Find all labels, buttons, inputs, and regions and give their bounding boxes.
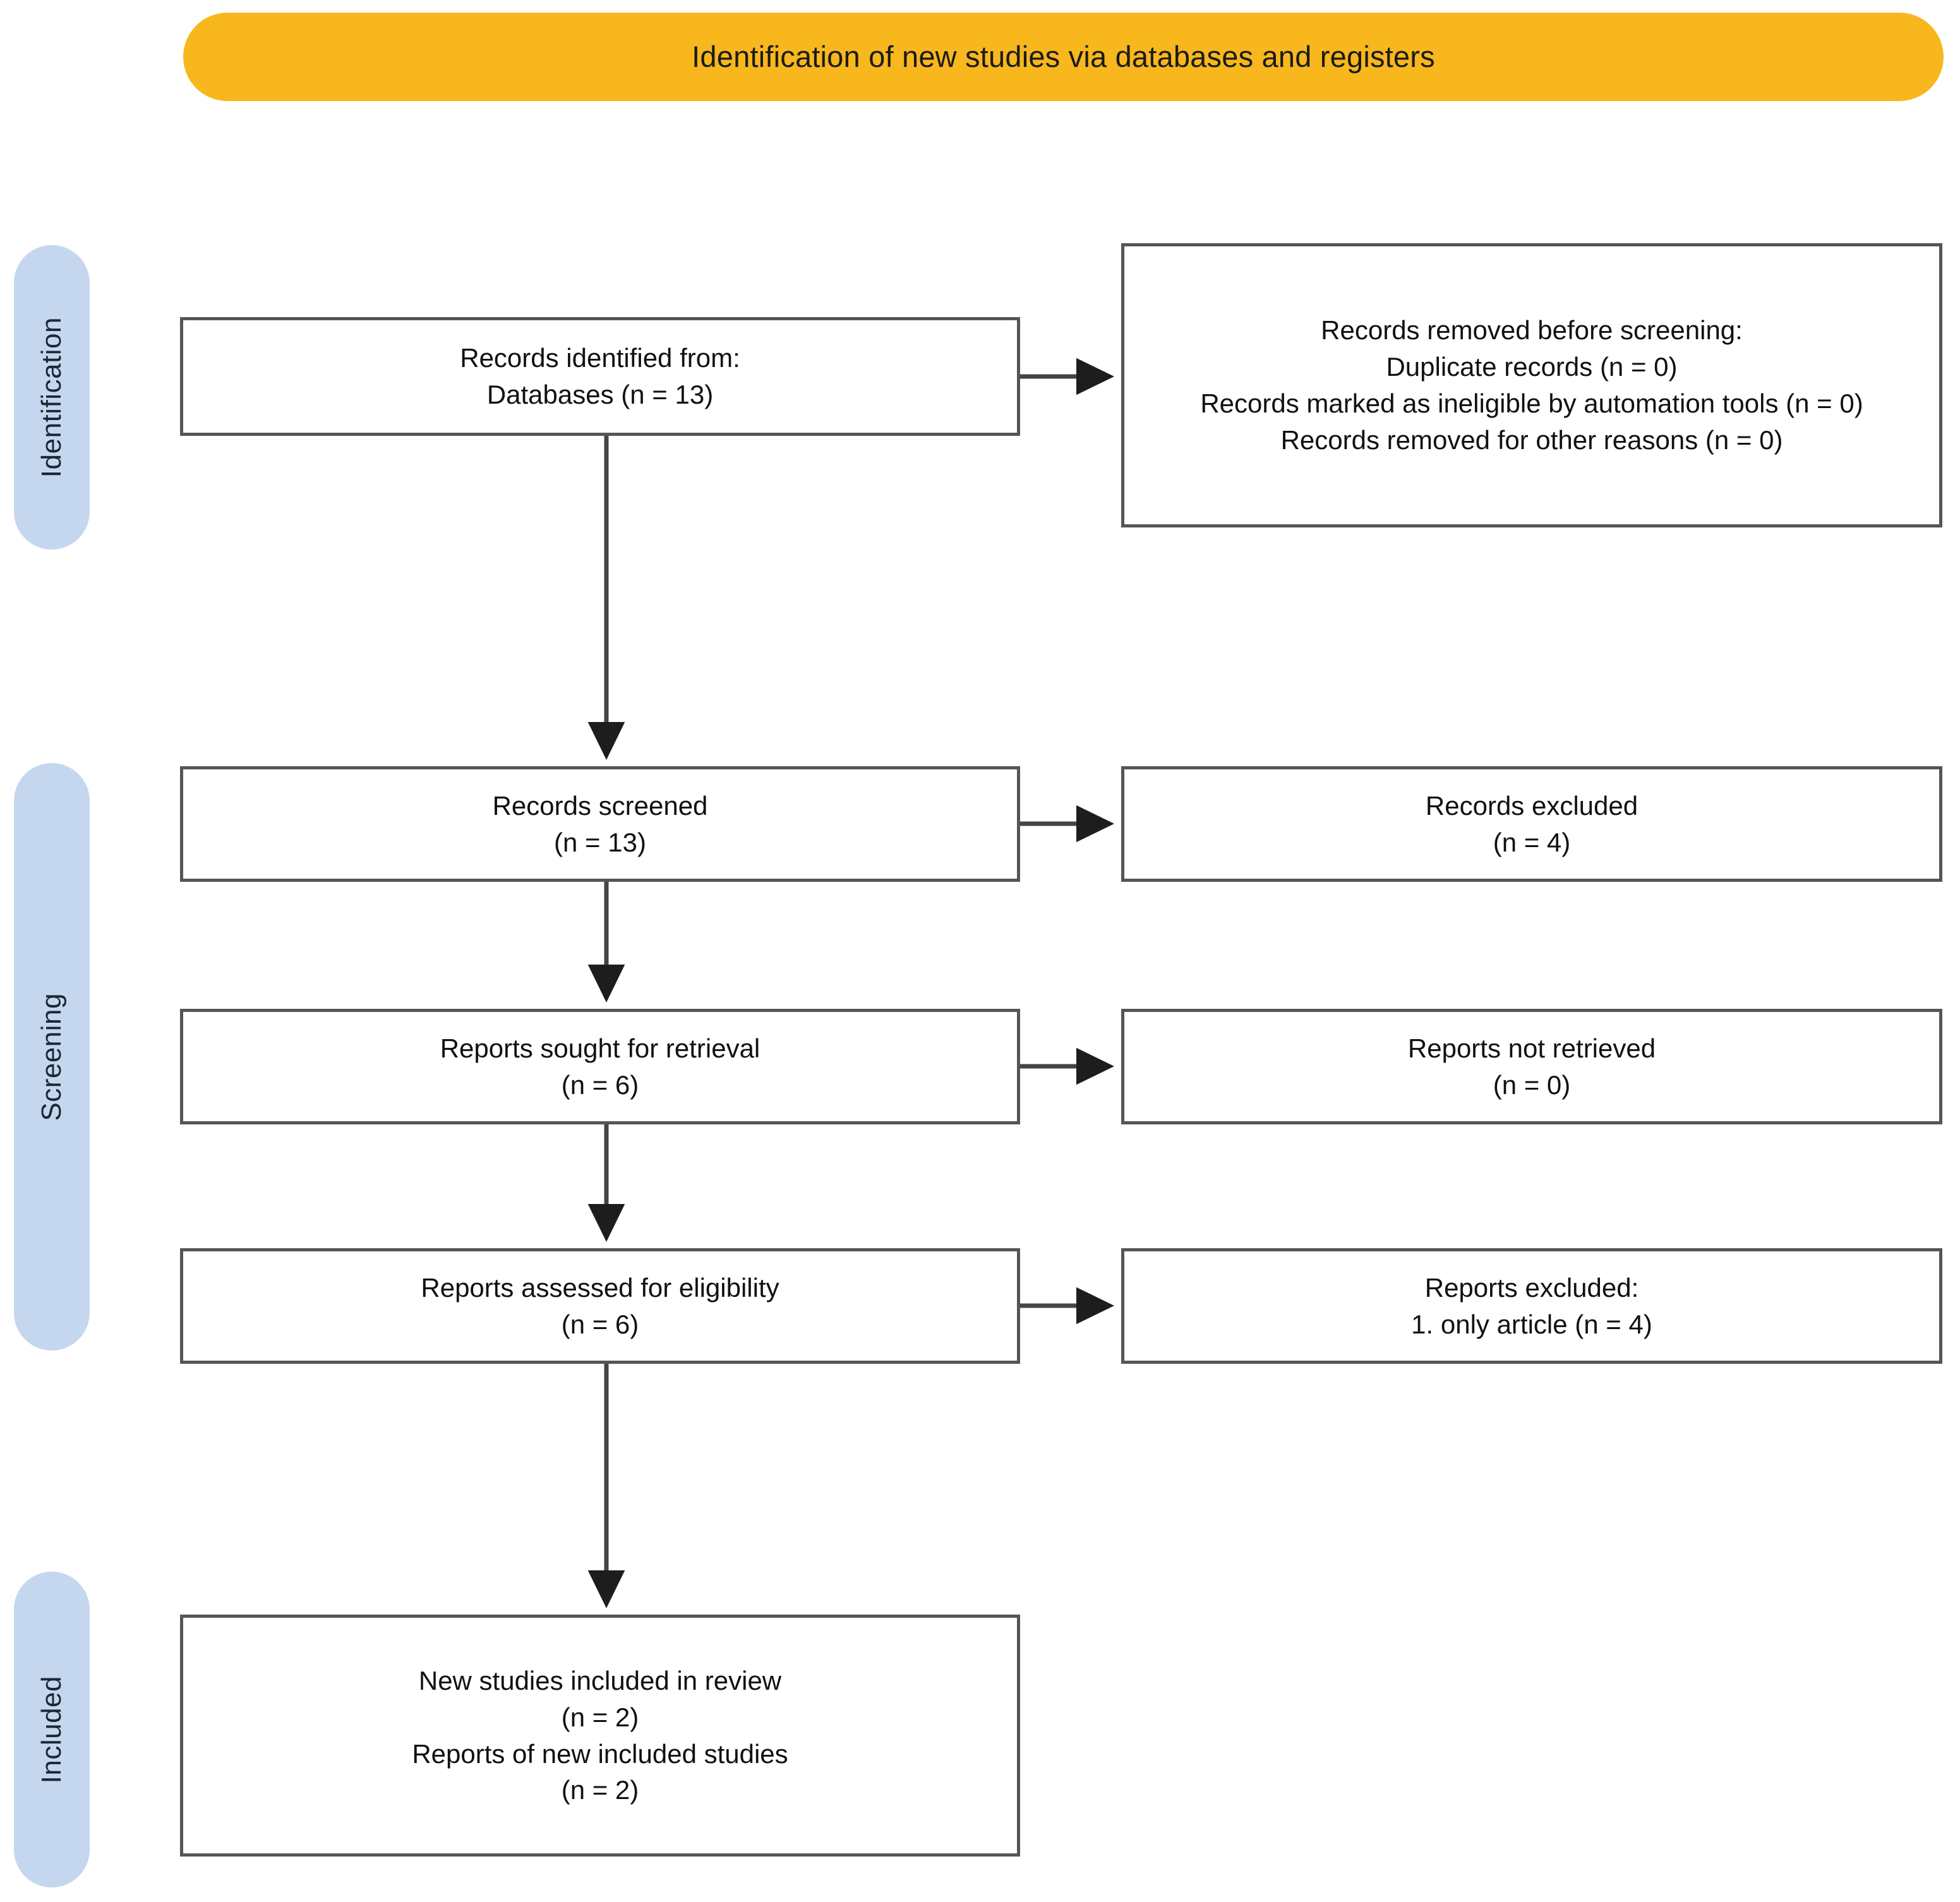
box-records-removed: Records removed before screening: Duplic… [1121, 243, 1942, 527]
box-reports-assessed: Reports assessed for eligibility (n = 6) [180, 1248, 1020, 1364]
box-reports-excluded-line-2: 1. only article (n = 4) [1411, 1309, 1652, 1339]
stage-label-identification-text: Identification [36, 316, 67, 478]
stage-label-included: Included [14, 1572, 90, 1887]
box-reports-not-retrieved-line-2: (n = 0) [1493, 1069, 1571, 1100]
box-records-excluded-line-1: Records excluded [1425, 790, 1638, 821]
box-records-identified: Records identified from: Databases (n = … [180, 317, 1020, 436]
box-reports-excluded: Reports excluded: 1. only article (n = 4… [1121, 1248, 1942, 1364]
box-records-screened-line-2: (n = 13) [554, 827, 646, 857]
box-records-removed-line-1: Records removed before screening: [1321, 315, 1743, 346]
stage-label-screening: Screening [14, 763, 90, 1351]
box-reports-not-retrieved: Reports not retrieved (n = 0) [1121, 1009, 1942, 1124]
box-records-screened: Records screened (n = 13) [180, 766, 1020, 882]
box-reports-sought-line-2: (n = 6) [561, 1069, 639, 1100]
box-records-identified-line-1: Records identified from: [460, 343, 740, 373]
stage-label-screening-text: Screening [36, 992, 67, 1121]
box-records-excluded: Records excluded (n = 4) [1121, 766, 1942, 882]
box-new-studies-included: New studies included in review (n = 2) R… [180, 1615, 1020, 1857]
box-records-identified-line-2: Databases (n = 13) [486, 380, 714, 409]
box-new-studies-included-line-1: New studies included in review [418, 1665, 782, 1695]
box-reports-not-retrieved-line-1: Reports not retrieved [1407, 1033, 1656, 1063]
box-reports-assessed-line-2: (n = 6) [561, 1309, 639, 1339]
box-reports-sought-line-1: Reports sought for retrieval [440, 1033, 761, 1063]
header-title: Identification of new studies via databa… [692, 39, 1435, 73]
box-new-studies-included-line-4: (n = 2) [561, 1775, 639, 1805]
box-reports-excluded-line-1: Reports excluded: [1424, 1272, 1639, 1303]
header-banner: Identification of new studies via databa… [183, 13, 1944, 101]
box-records-removed-line-3: Records marked as ineligible by automati… [1200, 388, 1863, 418]
box-records-removed-line-2: Duplicate records (n = 0) [1386, 352, 1678, 382]
stage-label-included-text: Included [36, 1675, 67, 1784]
stage-label-identification: Identification [14, 245, 90, 550]
box-records-removed-line-4: Records removed for other reasons (n = 0… [1280, 424, 1783, 455]
box-reports-sought: Reports sought for retrieval (n = 6) [180, 1009, 1020, 1124]
box-new-studies-included-line-3: Reports of new included studies [412, 1738, 788, 1769]
box-reports-assessed-line-1: Reports assessed for eligibility [421, 1272, 779, 1303]
box-new-studies-included-line-2: (n = 2) [561, 1702, 639, 1732]
box-records-screened-line-1: Records screened [492, 790, 708, 821]
box-records-excluded-line-2: (n = 4) [1493, 827, 1571, 857]
